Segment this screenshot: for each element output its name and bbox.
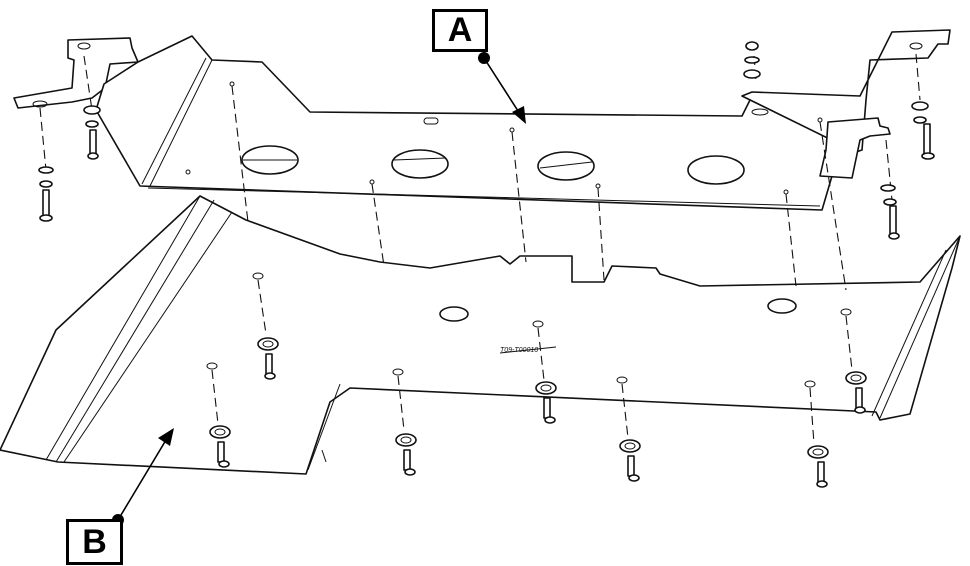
leader-a bbox=[478, 52, 526, 124]
callout-a-label: A bbox=[432, 9, 488, 52]
hardware-plate-b bbox=[206, 272, 867, 488]
callout-b-label: B bbox=[66, 519, 123, 565]
skid-plate-a bbox=[13, 29, 951, 211]
hardware-plate-a bbox=[38, 41, 935, 240]
skid-plate-b: T09-T00010 bbox=[0, 195, 961, 475]
